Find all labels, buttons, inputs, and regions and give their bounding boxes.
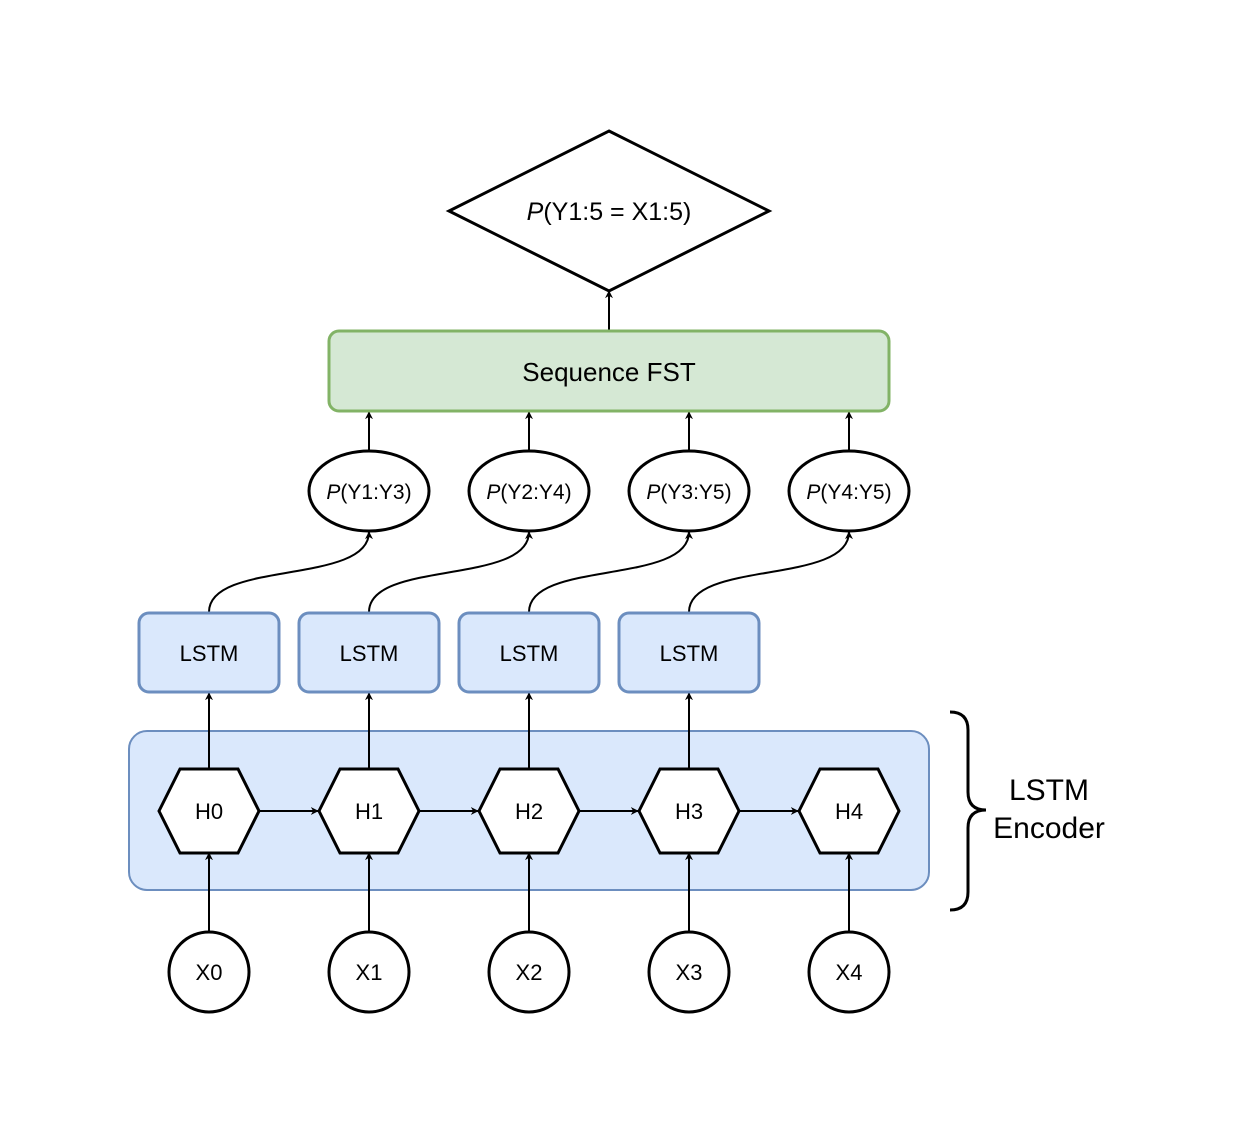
input-node: X4 [807,930,891,1014]
lstm-block-label: LSTM [500,641,559,666]
hidden-state-hexagon [477,767,581,855]
encoder-label-line1: LSTM [1009,774,1089,807]
lstm-block-box [137,611,281,694]
input-label: X1 [356,960,383,985]
lstm-to-prob-curve [528,531,693,613]
lstm-block-box [617,611,761,694]
window-prob-node: P(Y1:Y3) [307,449,431,533]
input-circle [327,930,411,1014]
encoder-brace [949,710,987,912]
lstm-block: LSTM [617,611,761,694]
lstm-block-label: LSTM [340,641,399,666]
window-prob-node: P(Y3:Y5) [627,449,751,533]
input-circle [167,930,251,1014]
input-label: X4 [836,960,863,985]
lstm-to-prob-curve [208,531,373,613]
hidden-state-node: H1 [317,767,421,855]
window-prob-ellipse [787,449,911,533]
output-prob-args: (Y1:5 = X1:5) [543,198,691,226]
hidden-state-label: H2 [515,799,543,824]
hidden-state-hexagon [637,767,741,855]
input-circle [807,930,891,1014]
output-label: P(Y1:5 = X1:5) [527,198,692,226]
lstm-block-label: LSTM [660,641,719,666]
window-prob-symbol: P [806,481,820,504]
lstm-block-label: LSTM [180,641,239,666]
hidden-state-label: H3 [675,799,703,824]
input-node: X0 [167,930,251,1014]
input-node: X2 [487,930,571,1014]
lstm-block-box [457,611,601,694]
window-prob-args: (Y1:Y3) [340,481,411,504]
hidden-state-node: H4 [797,767,901,855]
lstm-block: LSTM [137,611,281,694]
hidden-state-node: H3 [637,767,741,855]
window-prob-label: P(Y3:Y5) [646,481,731,504]
sequence-fst-box [327,329,891,413]
window-prob-label: P(Y4:Y5) [806,481,891,504]
window-prob-args: (Y2:Y4) [500,481,571,504]
input-label: X0 [196,960,223,985]
input-label: X2 [516,960,543,985]
hidden-state-hexagon [157,767,261,855]
window-prob-node: P(Y4:Y5) [787,449,911,533]
window-prob-symbol: P [646,481,660,504]
lstm-to-prob-curve [368,531,533,613]
window-prob-ellipse [467,449,591,533]
input-node: X3 [647,930,731,1014]
window-prob-ellipse [627,449,751,533]
hidden-state-node: H0 [157,767,261,855]
input-circle [647,930,731,1014]
window-prob-args: (Y3:Y5) [660,481,731,504]
window-prob-node: P(Y2:Y4) [467,449,591,533]
edges [205,290,853,932]
input-circle [487,930,571,1014]
window-prob-symbol: P [486,481,500,504]
window-prob-args: (Y4:Y5) [820,481,891,504]
lstm-block: LSTM [297,611,441,694]
output-probability-node: P(Y1:5 = X1:5) [445,129,773,293]
hidden-state-hexagon [317,767,421,855]
window-prob-symbol: P [326,481,340,504]
hidden-state-label: H0 [195,799,223,824]
encoder-label-line2: Encoder [993,812,1105,845]
window-prob-label: P(Y1:Y3) [326,481,411,504]
hidden-state-hexagon [797,767,901,855]
hidden-state-label: H1 [355,799,383,824]
lstm-to-prob-curve [688,531,853,613]
window-prob-label: P(Y2:Y4) [486,481,571,504]
sequence-fst-label: Sequence FST [522,357,696,387]
output-diamond [445,129,773,293]
output-prob-symbol: P [527,198,544,226]
hidden-state-node: H2 [477,767,581,855]
window-prob-ellipse [307,449,431,533]
lstm-block-box [297,611,441,694]
lstm-block: LSTM [457,611,601,694]
input-label: X3 [676,960,703,985]
sequence-fst-node: Sequence FST [327,329,891,413]
hidden-state-label: H4 [835,799,863,824]
input-node: X1 [327,930,411,1014]
